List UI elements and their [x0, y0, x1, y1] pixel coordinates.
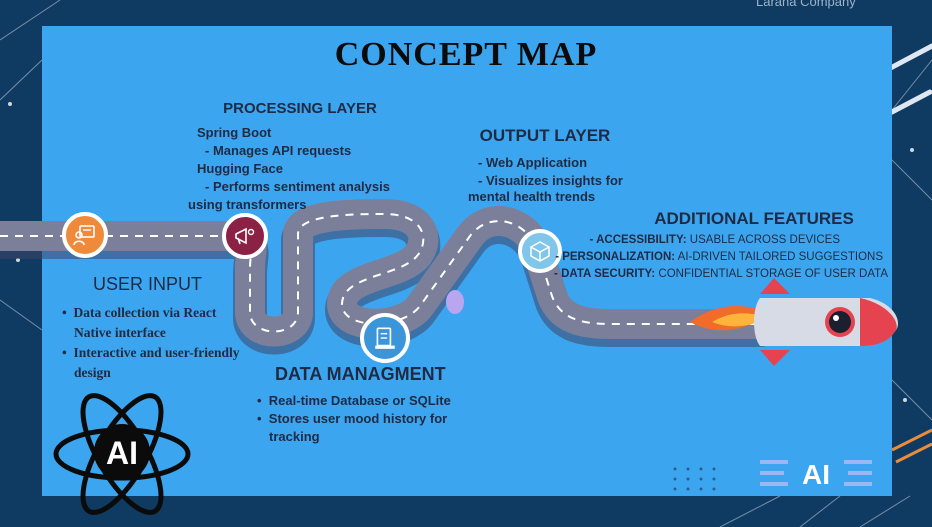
- output-layer-heading: OUTPUT LAYER: [479, 126, 611, 145]
- ai-tag-text: AI: [802, 459, 830, 490]
- feature-text: AI-DRIVEN TAILORED SUGGESTIONS: [675, 251, 883, 263]
- additional-features-list: - ACCESSIBILITY: USABLE ACROSS DEVICES -…: [540, 232, 888, 283]
- additional-features-heading: ADDITIONAL FEATURES: [654, 209, 854, 228]
- processing-line: Hugging Face: [197, 161, 283, 176]
- processing-line: - Performs sentiment analysis: [205, 179, 390, 194]
- feature-item: - DATA SECURITY: CONFIDENTIAL STORAGE OF…: [540, 266, 888, 283]
- processing-line: - Manages API requests: [205, 143, 352, 158]
- page-title: CONCEPT MAP: [334, 36, 598, 73]
- bullet-text: Real-time Database or SQLite: [268, 393, 451, 408]
- feature-label: - DATA SECURITY:: [554, 268, 656, 280]
- feature-text: USABLE ACROSS DEVICES: [686, 234, 840, 246]
- processing-layer-heading: PROCESSING LAYER: [223, 100, 377, 117]
- user-input-icon: [62, 212, 108, 258]
- ai-atom-text: AI: [106, 435, 138, 471]
- bullet-text: Stores user mood history for: [268, 411, 448, 426]
- feature-text: CONFIDENTIAL STORAGE OF USER DATA: [655, 268, 888, 280]
- database-icon: [360, 313, 410, 363]
- user-input-bullet: • Data collection via React: [62, 305, 217, 320]
- user-input-bullet-cont: Native interface: [74, 325, 166, 340]
- output-line: - Web Application: [478, 155, 588, 170]
- output-line: mental health trends: [468, 189, 596, 204]
- data-management-heading: DATA MANAGMENT: [275, 364, 446, 384]
- data-management-bullet: • Stores user mood history for: [257, 411, 448, 426]
- user-input-bullet-cont: design: [74, 365, 111, 380]
- dot-pattern: [673, 467, 716, 491]
- output-line: - Visualizes insights for: [478, 173, 623, 188]
- megaphone-icon: [222, 213, 268, 259]
- data-management-bullet-cont: tracking: [269, 429, 320, 444]
- ai-tag-logo: AI: [760, 459, 872, 490]
- processing-line: Spring Boot: [197, 125, 272, 140]
- bullet-text: Interactive and user-friendly: [73, 345, 240, 360]
- feature-item: - ACCESSIBILITY: USABLE ACROSS DEVICES: [540, 232, 888, 249]
- box-icon: [518, 229, 562, 273]
- feature-item: - PERSONALIZATION: AI-DRIVEN TAILORED SU…: [540, 249, 888, 266]
- ai-atom-logo: AI: [53, 393, 191, 515]
- rocket-icon: [690, 278, 899, 366]
- user-input-bullet: • Interactive and user-friendly: [62, 345, 240, 360]
- bullet-text: Data collection via React: [73, 305, 217, 320]
- processing-line: using transformers: [188, 197, 307, 212]
- feature-label: - ACCESSIBILITY:: [589, 234, 687, 246]
- feature-label: - PERSONALIZATION:: [555, 251, 676, 263]
- header-partial-text: Larana Company: [756, 0, 856, 9]
- data-management-bullet: • Real-time Database or SQLite: [257, 393, 451, 408]
- user-input-heading: USER INPUT: [93, 274, 203, 294]
